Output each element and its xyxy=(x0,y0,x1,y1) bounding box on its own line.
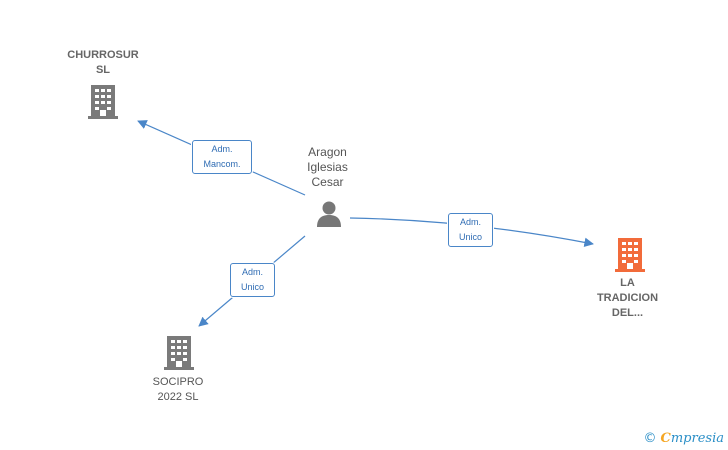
brand-watermark: ©Cmpresia xyxy=(644,431,725,446)
edge-label-unico-tradicion: Adm. Unico xyxy=(448,213,493,247)
edge-label-mancom: Adm. Mancom. xyxy=(192,140,252,174)
company-label-churrosur[interactable]: CHURROSUR SL xyxy=(67,49,139,76)
person-icon[interactable] xyxy=(317,201,341,228)
company-label-socipro[interactable]: SOCIPRO 2022 SL xyxy=(152,376,204,403)
edge-label-unico-socipro: Adm. Unico xyxy=(230,263,275,297)
building-icon[interactable] xyxy=(615,238,645,272)
building-icon[interactable] xyxy=(164,336,194,370)
company-label-tradicion[interactable]: LA TRADICION DEL... xyxy=(596,277,659,319)
copyright-icon: © xyxy=(643,431,657,446)
brand-initial: C xyxy=(660,431,671,446)
building-icon[interactable] xyxy=(88,85,118,119)
brand-name: mpresia xyxy=(670,431,724,446)
person-label[interactable]: Aragon Iglesias Cesar xyxy=(307,145,348,189)
